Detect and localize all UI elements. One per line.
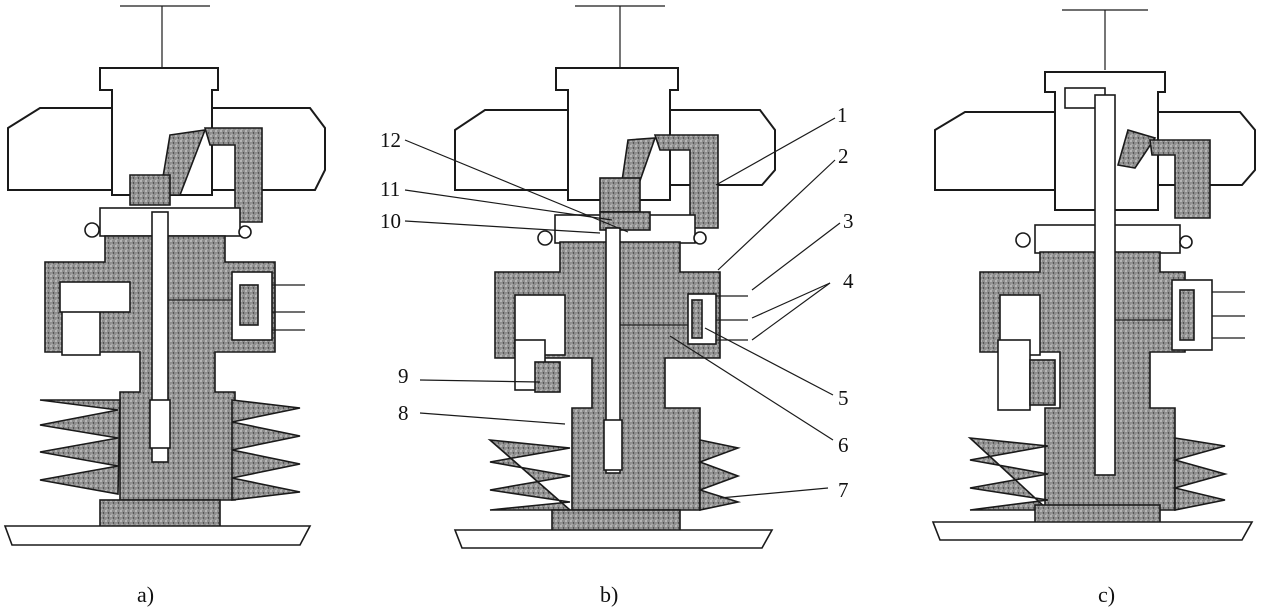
caption-panel-b: b) bbox=[600, 582, 618, 607]
callout-3: 3 bbox=[843, 209, 854, 233]
callout-6: 6 bbox=[838, 433, 849, 457]
caption-panel-a: a) bbox=[137, 582, 154, 607]
callout-7: 7 bbox=[838, 478, 849, 502]
panel-c-drawing bbox=[931, 9, 1256, 541]
callout-10: 10 bbox=[380, 209, 401, 233]
callout-5: 5 bbox=[838, 386, 849, 410]
callout-8: 8 bbox=[398, 401, 409, 425]
callout-leaders bbox=[404, 117, 841, 499]
panel-a-drawing bbox=[3, 5, 326, 546]
callout-4: 4 bbox=[843, 269, 854, 293]
callout-11: 11 bbox=[380, 177, 400, 201]
callout-12: 12 bbox=[380, 128, 401, 152]
callout-9: 9 bbox=[398, 364, 409, 388]
callout-1: 1 bbox=[837, 103, 848, 127]
panel-b-drawing bbox=[453, 5, 776, 549]
caption-panel-c: c) bbox=[1098, 582, 1115, 607]
callout-labels: 1 2 3 4 5 6 7 8 9 10 11 12 bbox=[380, 103, 854, 502]
callout-2: 2 bbox=[838, 144, 849, 168]
